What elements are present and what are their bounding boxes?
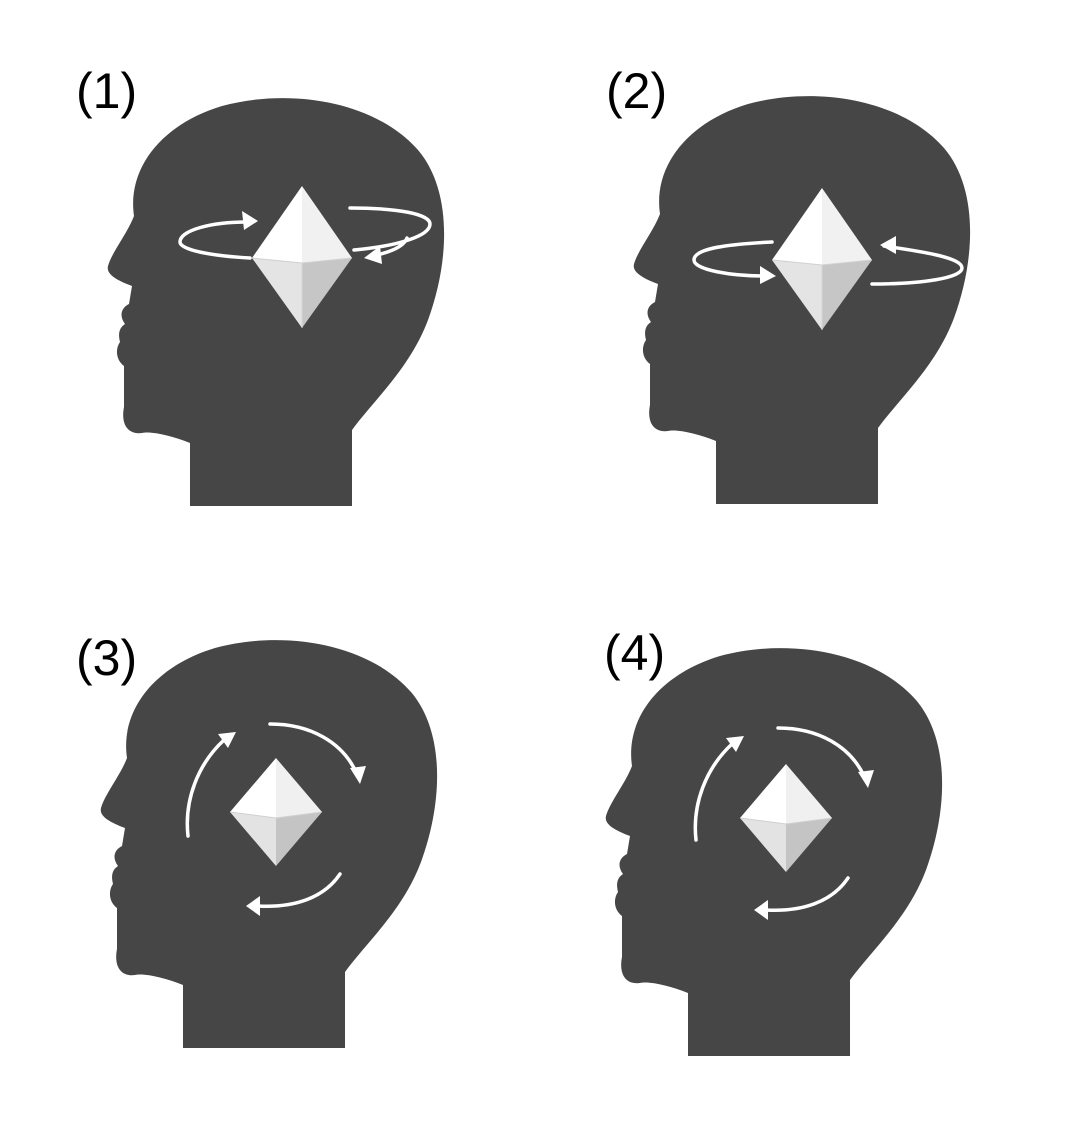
panel-label-3: (3): [76, 630, 137, 686]
panel-label-1: (1): [76, 63, 137, 119]
panel-label-2: (2): [606, 63, 667, 119]
panel-3: (3): [76, 630, 438, 1048]
panel-2: (2): [606, 63, 971, 504]
panel-label-4: (4): [604, 625, 665, 681]
panel-4: (4): [604, 625, 943, 1056]
panel-1: (1): [76, 63, 445, 506]
head-silhouette: [107, 98, 445, 506]
